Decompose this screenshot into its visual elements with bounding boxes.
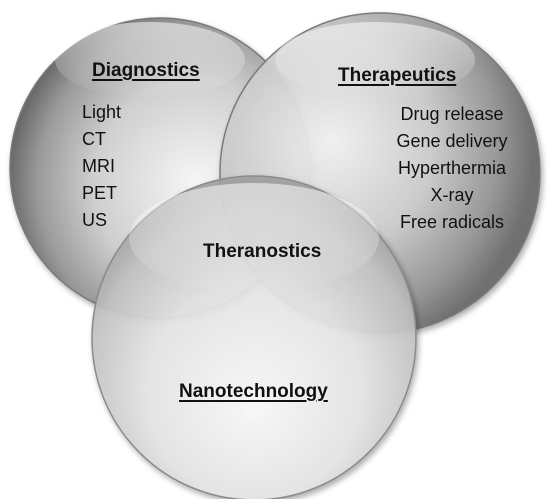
diagnostics-item: PET [82, 183, 118, 203]
diagnostics-item: CT [82, 129, 106, 149]
diagnostics-heading: Diagnostics [92, 60, 200, 81]
therapeutics-item: Free radicals [399, 212, 505, 232]
diagnostics-list: Light CT MRI PET US [82, 99, 121, 234]
therapeutics-item: X-ray [430, 185, 474, 205]
nanotechnology-circle [91, 175, 417, 499]
nanotechnology-heading: Nanotechnology [179, 381, 328, 402]
therapeutics-list: Drug release Gene delivery Hyperthermia … [382, 101, 522, 236]
diagnostics-item: MRI [82, 156, 115, 176]
therapeutics-item: Gene delivery [396, 131, 508, 151]
therapeutics-item: Drug release [400, 104, 504, 124]
theranostics-label: Theranostics [203, 241, 322, 262]
therapeutics-heading: Therapeutics [338, 65, 457, 86]
therapeutics-item: Hyperthermia [397, 158, 507, 178]
diagnostics-item: US [82, 210, 108, 230]
diagnostics-item: Light [82, 102, 122, 122]
